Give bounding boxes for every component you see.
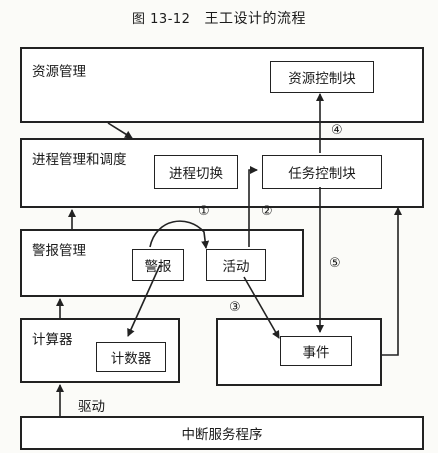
- process-scheduling-module: 进程管理和调度 进程切换 任务控制块: [20, 138, 424, 208]
- alarm-management-module: 警报管理 警报 活动: [20, 229, 304, 297]
- activity-block: 活动: [206, 249, 266, 281]
- resource-management-label: 资源管理: [32, 64, 86, 80]
- step-1-marker: ①: [198, 204, 210, 219]
- step-3-marker: ③: [229, 300, 241, 315]
- step-4-marker: ④: [331, 123, 343, 138]
- resource-management-module: 资源管理 资源控制块: [20, 47, 424, 123]
- alarm-management-label: 警报管理: [32, 243, 86, 259]
- interrupt-service-routine-block: 中断服务程序: [20, 416, 424, 450]
- alarm-block: 警报: [132, 249, 184, 281]
- arrow-resource-to-process: [107, 122, 133, 139]
- event-module: 事件: [216, 318, 382, 386]
- event-block: 事件: [280, 336, 352, 366]
- counter-block: 计数器: [96, 342, 166, 372]
- process-scheduling-label: 进程管理和调度: [32, 152, 127, 168]
- calculator-label: 计算器: [32, 332, 73, 348]
- drive-label: 驱动: [78, 399, 105, 415]
- step-5-marker: ⑤: [329, 256, 341, 271]
- figure-title: 王工设计的流程: [204, 11, 306, 27]
- interrupt-service-routine-label: 中断服务程序: [181, 427, 263, 443]
- calculator-module: 计算器 计数器: [20, 318, 180, 383]
- step-2-marker: ②: [261, 204, 273, 219]
- task-control-block: 任务控制块: [262, 155, 382, 189]
- figure-number: 图 13-12: [132, 12, 191, 27]
- arrow-event-to-process: [382, 207, 402, 356]
- resource-control-block: 资源控制块: [270, 61, 374, 93]
- process-switch-block: 进程切换: [154, 155, 238, 189]
- figure-caption: 图 13-12 王工设计的流程: [0, 8, 438, 28]
